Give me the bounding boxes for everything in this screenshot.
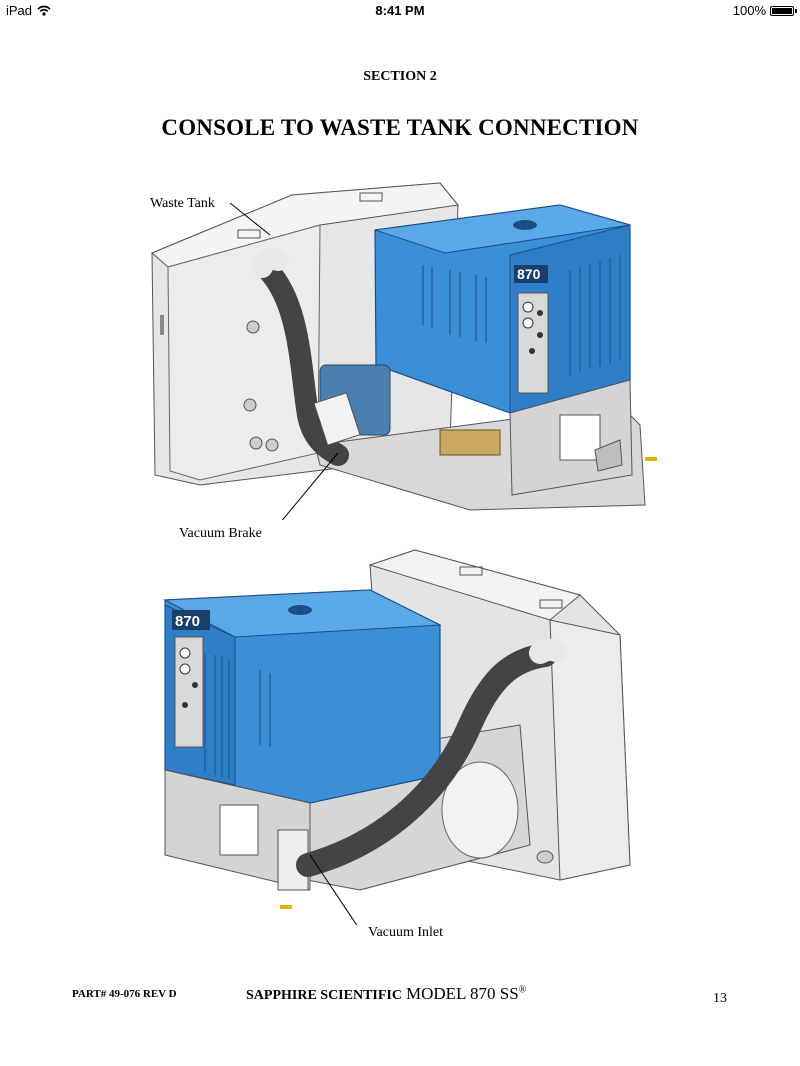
wifi-icon bbox=[37, 5, 51, 16]
page-number: 13 bbox=[713, 991, 727, 1006]
callout-waste-tank: Waste Tank bbox=[150, 196, 215, 211]
battery-percent: 100% bbox=[732, 3, 766, 18]
footer-part-number: PART# 49-076 REV D bbox=[72, 988, 177, 1000]
footer-model: SAPPHIRE SCIENTIFIC MODEL 870 SS® bbox=[246, 984, 526, 1004]
clock: 8:41 PM bbox=[375, 3, 425, 18]
status-bar: iPad 8:41 PM 100% bbox=[0, 0, 800, 22]
footer-registered-mark: ® bbox=[518, 984, 527, 996]
status-right: 100% bbox=[732, 3, 797, 18]
footer-model-name: MODEL 870 SS bbox=[405, 984, 519, 1003]
battery-fill bbox=[772, 7, 792, 14]
console-badge: 870 bbox=[517, 266, 541, 282]
figure-console-waste-tank-bottom: 870 bbox=[163, 549, 631, 925]
device-name: iPad bbox=[6, 3, 33, 18]
callout-vacuum-inlet: Vacuum Inlet bbox=[368, 925, 444, 940]
footer-brand: SAPPHIRE SCIENTIFIC bbox=[246, 988, 402, 1003]
figure-console-waste-tank-top: 870 bbox=[151, 182, 657, 520]
page-title: CONSOLE TO WASTE TANK CONNECTION bbox=[161, 115, 639, 140]
callout-vacuum-brake: Vacuum Brake bbox=[179, 526, 262, 541]
section-heading: SECTION 2 bbox=[363, 69, 437, 84]
console-badge: 870 bbox=[175, 613, 200, 630]
battery-icon bbox=[770, 5, 797, 16]
status-left: iPad bbox=[6, 3, 51, 18]
